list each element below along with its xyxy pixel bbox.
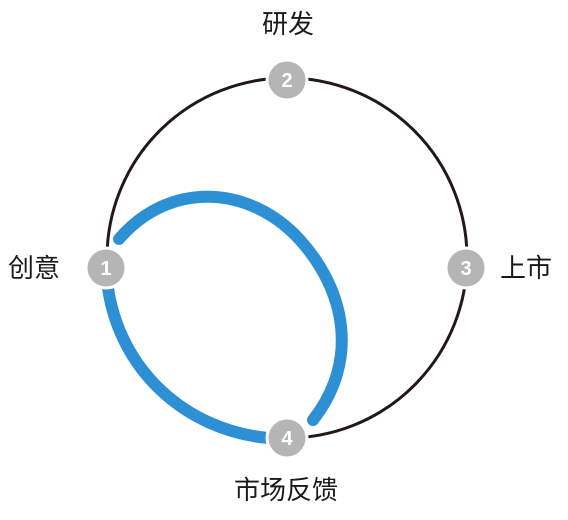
feedback-loop-inner xyxy=(102,282,274,444)
node-1-label: 创意 xyxy=(8,254,61,284)
feedback-loop-outer xyxy=(113,190,348,426)
node-2-label: 研发 xyxy=(262,10,315,40)
node-2: 2 xyxy=(265,58,309,102)
node-1: 1 xyxy=(84,246,128,290)
node-2-number: 2 xyxy=(281,70,292,92)
node-3-label: 上市 xyxy=(500,254,553,284)
node-4: 4 xyxy=(265,416,309,460)
node-4-label: 市场反馈 xyxy=(234,476,339,506)
node-3-number: 3 xyxy=(460,258,471,280)
node-3: 3 xyxy=(444,246,488,290)
node-4-number: 4 xyxy=(281,428,293,450)
node-1-number: 1 xyxy=(100,258,111,280)
